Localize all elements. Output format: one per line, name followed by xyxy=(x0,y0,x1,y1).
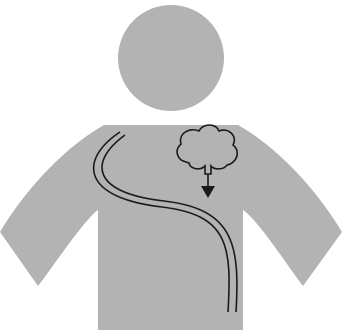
torso-with-arms xyxy=(0,125,342,330)
head xyxy=(118,5,224,111)
person-silhouette-icon xyxy=(0,5,342,330)
